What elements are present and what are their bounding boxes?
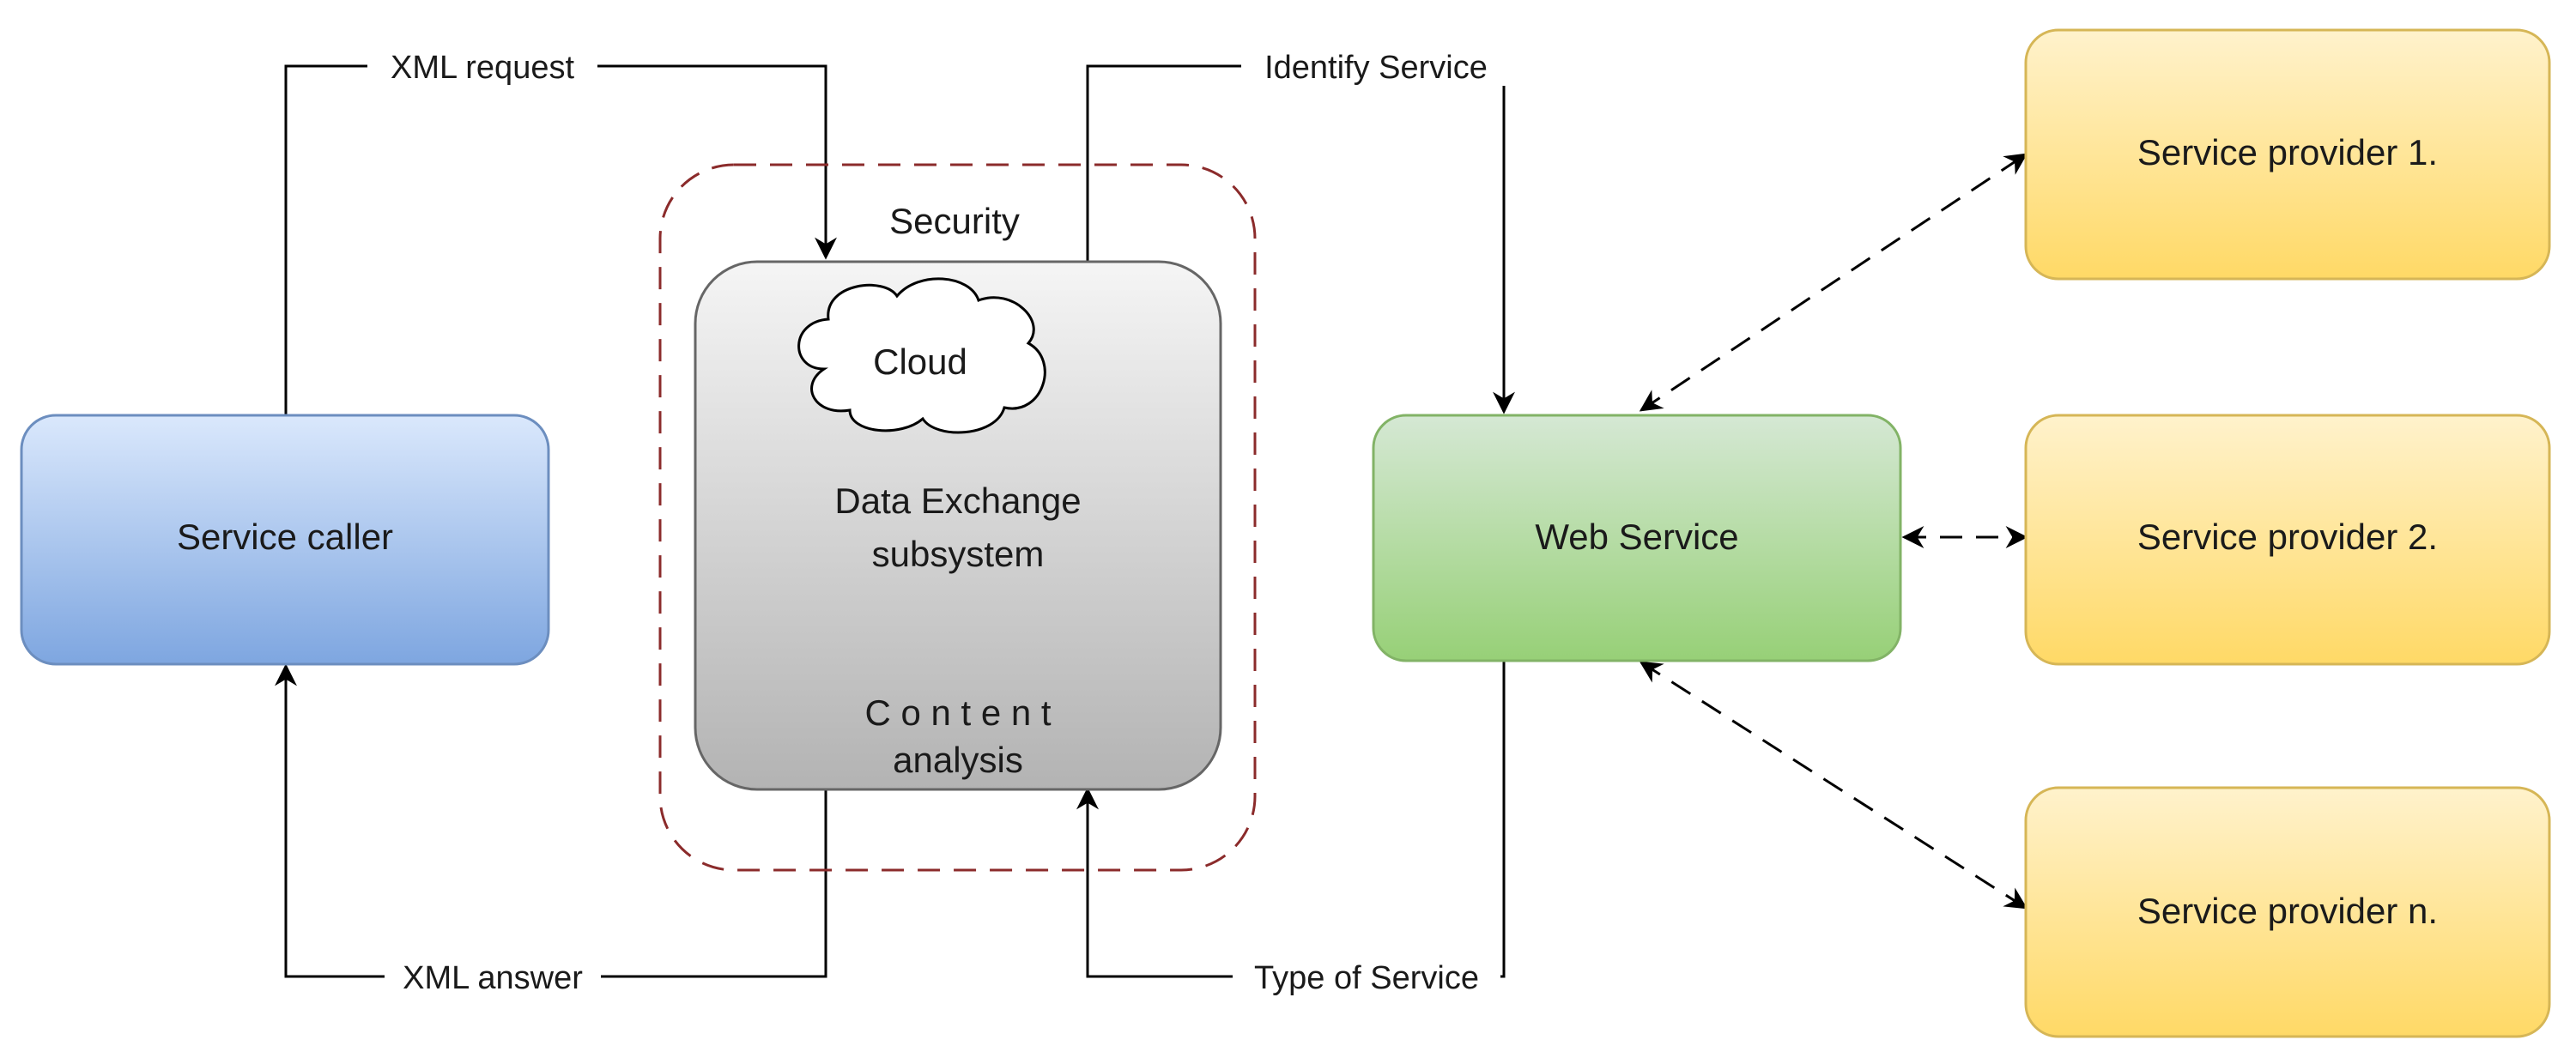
service-provider-n-label: Service provider n. xyxy=(2137,891,2438,931)
service-provider-n-node: Service provider n. xyxy=(2024,786,2551,1038)
service-provider-2-node: Service provider 2. xyxy=(2024,414,2551,666)
service-caller-node: Service caller xyxy=(20,414,550,666)
security-label: Security xyxy=(889,201,1020,241)
service-provider-1-label: Service provider 1. xyxy=(2137,132,2438,172)
data-exchange-label-line2: subsystem xyxy=(872,534,1045,574)
service-provider-1-node: Service provider 1. xyxy=(2024,28,2551,281)
security-boundary xyxy=(658,163,1257,872)
provider-1-link xyxy=(1639,153,2028,412)
content-label-line1: C o n t e n t xyxy=(864,692,1051,733)
cloud-icon xyxy=(797,277,1046,434)
data-exchange-subsystem-node: Cloud Data Exchange subsystem C o n t e … xyxy=(694,260,1222,791)
web-service-node: Web Service xyxy=(1372,414,1902,662)
service-provider-2-label: Service provider 2. xyxy=(2137,517,2438,557)
service-caller-label: Service caller xyxy=(177,517,393,557)
identify-service-label: Identify Service xyxy=(1264,50,1488,86)
data-exchange-label-line1: Data Exchange xyxy=(834,481,1081,521)
cloud-label: Cloud xyxy=(873,342,967,382)
type-of-service-label: Type of Service xyxy=(1254,960,1479,996)
provider-n-link xyxy=(1639,661,2028,910)
xml-answer-label: XML answer xyxy=(403,960,583,996)
xml-request-label: XML request xyxy=(391,50,574,86)
web-service-label: Web Service xyxy=(1535,517,1738,557)
content-label-line2: analysis xyxy=(893,740,1023,780)
